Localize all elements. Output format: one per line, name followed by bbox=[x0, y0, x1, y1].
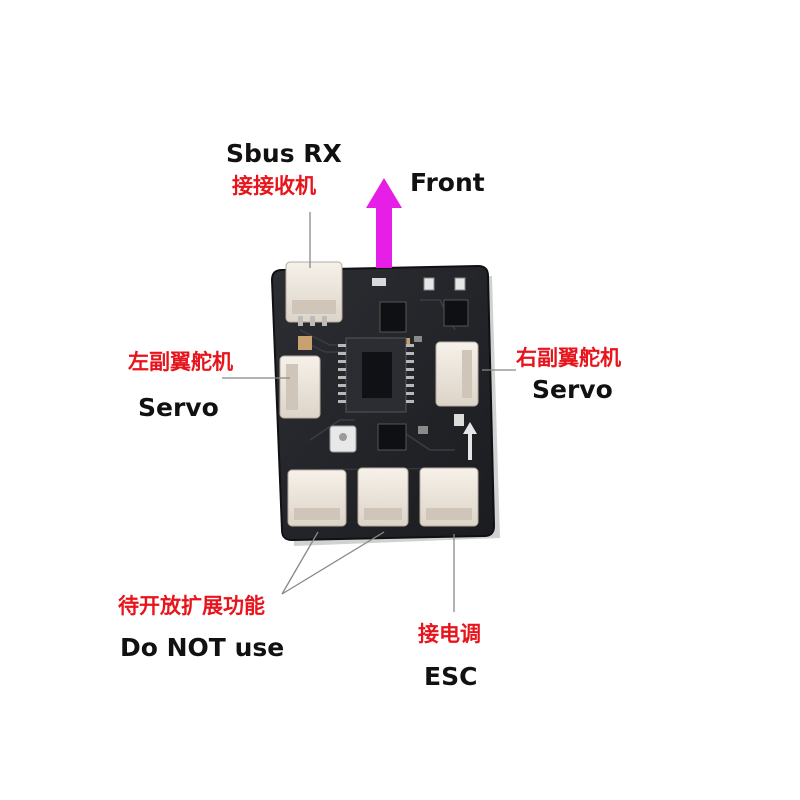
esc-connector bbox=[419, 467, 479, 527]
expansion-chinese-label: 待开放扩展功能 bbox=[118, 594, 265, 618]
smd-components bbox=[298, 299, 469, 451]
expansion-connector-2 bbox=[357, 467, 409, 527]
status-leds bbox=[372, 277, 466, 291]
barometer-sensor bbox=[329, 425, 357, 453]
sbus-rx-label: Sbus RX bbox=[226, 139, 342, 168]
board-direction-arrow bbox=[463, 422, 477, 460]
front-arrow bbox=[366, 178, 402, 268]
front-label: Front bbox=[410, 168, 485, 197]
main-ic-chip bbox=[338, 337, 414, 413]
right-servo-label: Servo bbox=[532, 375, 613, 404]
leader-lines bbox=[222, 212, 516, 612]
left-servo-label: Servo bbox=[138, 393, 219, 422]
right-servo-chinese-label: 右副翼舵机 bbox=[516, 346, 621, 370]
expansion-label: Do NOT use bbox=[120, 633, 285, 662]
expansion-connector-1 bbox=[287, 469, 347, 527]
esc-chinese-label: 接电调 bbox=[418, 622, 481, 646]
esc-label: ESC bbox=[424, 662, 478, 691]
sbus-rx-chinese-label: 接接收机 bbox=[232, 174, 316, 198]
left-servo-chinese-label: 左副翼舵机 bbox=[128, 350, 233, 374]
left-servo-connector bbox=[279, 355, 321, 419]
right-servo-connector bbox=[435, 341, 479, 407]
sbus-connector bbox=[285, 261, 343, 326]
